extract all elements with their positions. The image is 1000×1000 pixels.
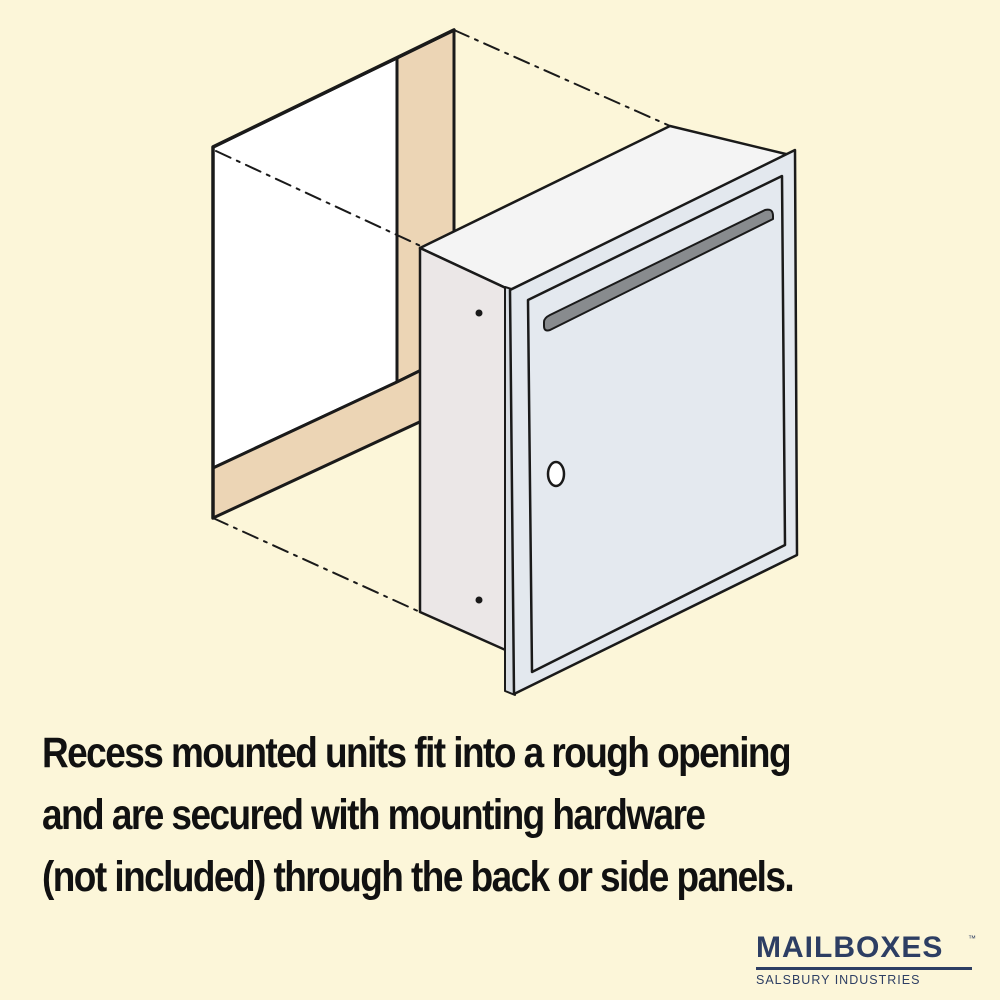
recess-mount-illustration (211, 28, 799, 696)
caption-line-3: (not included) through the back or side … (42, 853, 795, 901)
mounting-hole-bottom (475, 596, 483, 604)
box-side-panel (418, 246, 512, 654)
mailbox-unit (418, 124, 799, 696)
door-lock (546, 460, 566, 488)
logo-divider (756, 967, 972, 970)
projection-lines (212, 29, 671, 613)
logo-wordmark: MAILBOXES (756, 931, 944, 964)
rough-opening (211, 28, 456, 520)
mail-slot (543, 208, 774, 332)
caption-line-1: Recess mounted units fit into a rough op… (42, 729, 792, 777)
logo-trademark: ™ (968, 934, 976, 943)
opening-outline (211, 28, 456, 520)
caption-line-2: and are secured with mounting hardware (42, 791, 706, 839)
mailboxes-logo: MAILBOXES ™ SALSBURY INDUSTRIES (756, 932, 986, 992)
mounting-hole-top (475, 309, 483, 317)
logo-subtitle: SALSBURY INDUSTRIES (756, 973, 921, 987)
caption-text: Recess mounted units fit into a rough op… (42, 722, 850, 908)
